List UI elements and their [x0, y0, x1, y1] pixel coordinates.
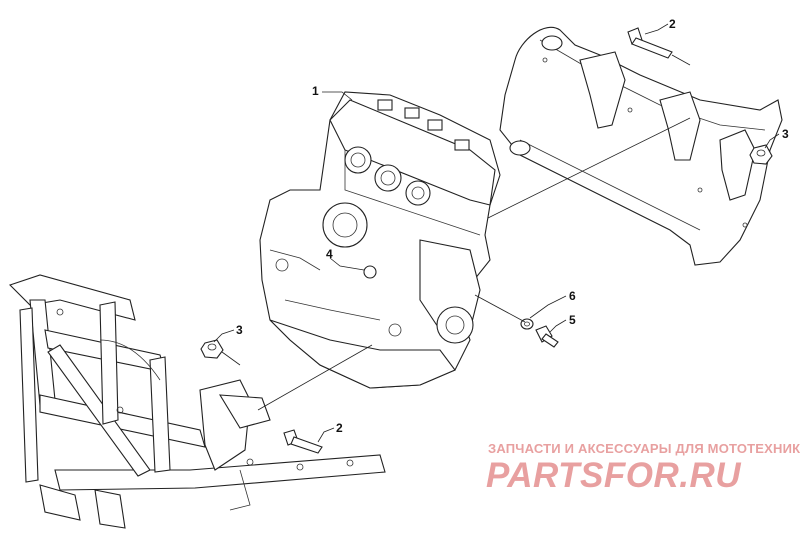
- callout-1: 1: [312, 84, 319, 98]
- mounting-axis-lines: [221, 54, 691, 411]
- watermark-tagline: ЗАПЧАСТИ И АКСЕССУАРЫ ДЛЯ МОТОТЕХНИКИ: [488, 441, 800, 456]
- nut-left: [200, 339, 224, 359]
- small-bolt: [535, 325, 559, 348]
- callout-3-left: 3: [236, 323, 243, 337]
- callout-3-right: 3: [782, 127, 789, 141]
- callout-6: 6: [569, 289, 576, 303]
- lower-frame: [8, 274, 386, 529]
- bolt-top: [627, 27, 673, 59]
- callout-2-top: 2: [669, 17, 676, 31]
- watermark-logo: PARTSFOR.RU: [486, 456, 742, 495]
- rear-mount-plate: [499, 26, 783, 266]
- callout-2-bottom: 2: [336, 421, 343, 435]
- bracket-stud: [363, 265, 377, 279]
- engine-assembly: [259, 91, 501, 389]
- callout-leaders: [213, 23, 780, 443]
- nut-right: [749, 144, 773, 165]
- callout-4: 4: [326, 247, 333, 261]
- callout-5: 5: [569, 313, 576, 327]
- bolt-bottom: [283, 429, 323, 454]
